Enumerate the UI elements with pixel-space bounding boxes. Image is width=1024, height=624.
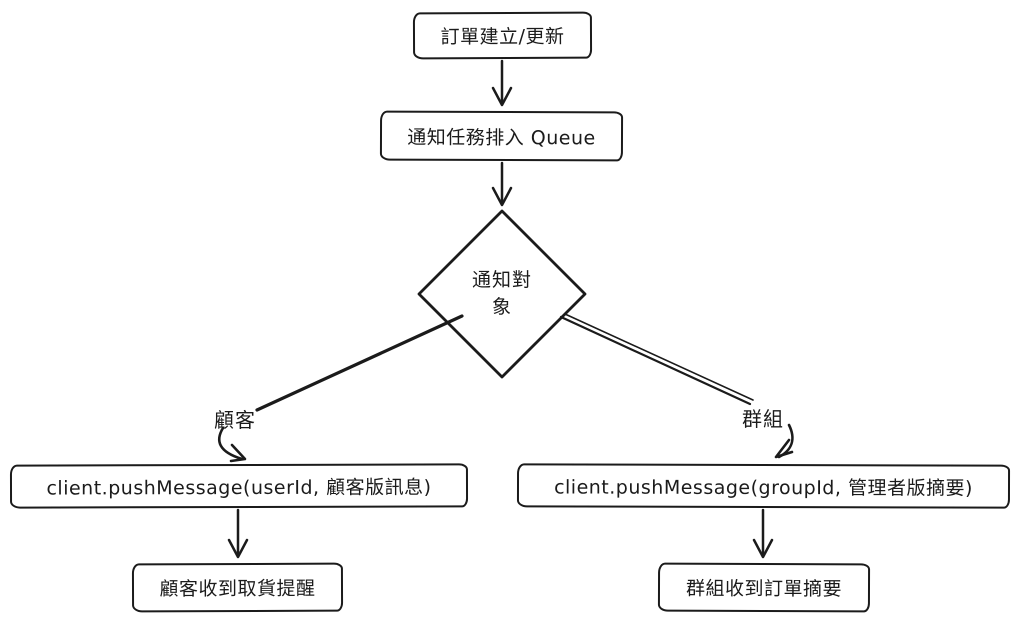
arrowhead-customer-label-to-push <box>229 443 247 463</box>
arrowhead-queue-to-decision <box>491 186 513 207</box>
edge-decision-to-group-overdraw <box>564 313 754 401</box>
edge-label-customer: 顧客 <box>214 408 256 432</box>
decision-diamond-shape <box>417 209 587 379</box>
node-group-result-label: 群組收到訂單摘要 <box>685 577 843 601</box>
node-order-event: 訂單建立/更新 <box>412 11 593 60</box>
node-queue-task-label: 通知任務排入 Queue <box>407 126 596 149</box>
arrowhead-push-to-customer-result <box>227 538 249 559</box>
edge-decision-to-customer <box>255 314 464 412</box>
node-notify-target-label: 通知對象 <box>471 269 532 318</box>
node-push-group-label: client.pushMessage(groupId, 管理者版摘要) <box>554 475 973 500</box>
node-order-event-label: 訂單建立/更新 <box>440 25 565 49</box>
arrowhead-push-to-group-result <box>752 538 774 559</box>
node-push-group: client.pushMessage(groupId, 管理者版摘要) <box>516 463 1011 509</box>
arrowhead-group-label-to-push <box>774 438 794 459</box>
node-customer-result: 顧客收到取貨提醒 <box>131 562 344 613</box>
node-push-customer-label: client.pushMessage(userId, 顧客版訊息) <box>46 475 432 500</box>
node-customer-result-label: 顧客收到取貨提醒 <box>159 577 316 601</box>
arrowhead-order-to-queue <box>491 86 513 107</box>
edge-label-group: 群組 <box>742 407 784 431</box>
edge-customer-label-to-push <box>218 426 244 461</box>
node-group-result: 群組收到訂單摘要 <box>657 562 871 613</box>
edge-decision-to-group <box>559 315 752 406</box>
node-push-customer: client.pushMessage(userId, 顧客版訊息) <box>9 463 469 509</box>
node-queue-task: 通知任務排入 Queue <box>379 110 624 162</box>
